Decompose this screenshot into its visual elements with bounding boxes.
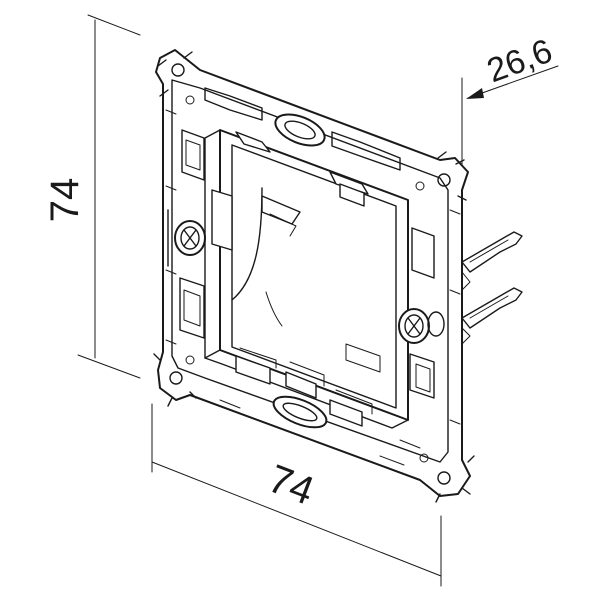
height-dimension-label: 74: [43, 178, 87, 223]
frame-outer-outline: [155, 49, 471, 497]
opening-side-wall-left: [204, 129, 221, 359]
left-clip-lower-detail: [183, 289, 201, 327]
bottom-clip-left: [235, 355, 271, 385]
spring-clip-upper: [461, 231, 523, 273]
spring-clip-stem-lower: [461, 327, 471, 345]
left-screw: [167, 209, 206, 267]
spring-clip-lower-inner: [469, 295, 509, 319]
left-clip-upper-detail: [185, 139, 201, 171]
depth-dimension-label: 26,6: [482, 32, 557, 90]
corner-hole-bottom-right: [437, 471, 451, 485]
bottom-clip-mid-top: [289, 361, 325, 387]
corner-hole-top-right-2: [415, 181, 425, 191]
right-edge-ribs: [449, 209, 461, 425]
corner-lug-top-right: [437, 151, 467, 201]
depth-arrow-head: [466, 88, 484, 99]
top-rail-2: [331, 131, 401, 171]
mounting-frame: [153, 49, 523, 503]
corner-hole-top-left-2: [185, 95, 195, 105]
bottom-edge-detail: [219, 399, 421, 466]
bottom-oval-slot-inner: [282, 402, 318, 422]
corner-lug-bottom-right: [435, 455, 475, 503]
width-dimension-label: 74: [262, 457, 319, 514]
corner-hole-bottom-left: [169, 371, 183, 385]
spring-clip-lower: [461, 287, 523, 329]
top-rail: [204, 87, 263, 121]
right-clip-upper: [411, 227, 435, 279]
left-clip-lower: [179, 277, 205, 339]
corner-hole-top-left: [171, 63, 185, 77]
spring-clip-upper-inner: [469, 239, 509, 263]
depth-dimension: 26,6: [461, 32, 559, 171]
corner-hole-bottom-right-2: [419, 453, 429, 463]
bottom-clip-left-top: [239, 347, 277, 369]
corner-hole-top-right: [437, 173, 451, 187]
bottom-oval-slot: [272, 395, 328, 429]
opening-wall-curve-2: [265, 291, 283, 327]
spring-clip-stem-upper: [461, 271, 471, 291]
left-clip-tab: [211, 189, 233, 251]
height-dimension: 74: [43, 14, 141, 379]
right-clip-detail: [415, 363, 431, 393]
corner-hole-bottom-left-2: [185, 355, 195, 365]
left-clip-upper: [181, 129, 205, 181]
corner-lug-top-left: [157, 51, 193, 97]
opening-bottom-wall: [204, 357, 409, 429]
bottom-clip-right-top: [335, 389, 373, 415]
top-inner-clip-left: [235, 131, 271, 153]
right-screw: [398, 308, 445, 344]
top-oval-slot-inner: [284, 120, 316, 140]
bottom-clip-far: [345, 343, 381, 373]
bottom-clip-right: [329, 399, 363, 427]
bottom-clip-mid: [285, 371, 317, 399]
corner-lug-bottom-left: [153, 353, 197, 407]
top-inner-clip-right: [329, 171, 369, 195]
inner-spring-left-2: [269, 213, 297, 237]
top-inner-clip-right-box: [339, 183, 365, 207]
left-edge-ribs: [165, 109, 177, 345]
